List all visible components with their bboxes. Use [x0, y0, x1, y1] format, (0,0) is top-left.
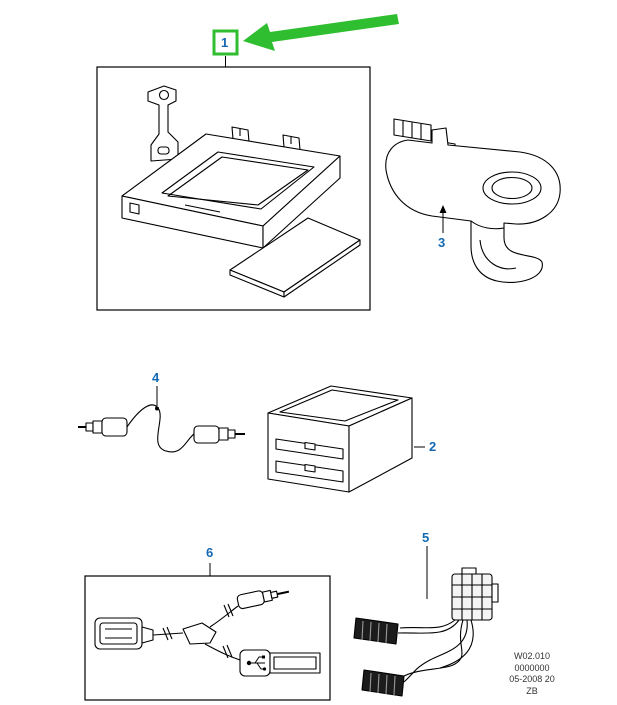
facia-drawing	[121, 126, 341, 249]
callout-5[interactable]: 5	[422, 530, 430, 545]
item6-frame-border	[84, 575, 331, 701]
item5-drawing	[353, 567, 499, 697]
callout-3[interactable]: 3	[438, 235, 446, 250]
footer-line-3: 05-2008 20	[509, 674, 555, 684]
item4-leader-line	[155, 386, 159, 411]
usb-trident-icon	[246, 655, 267, 671]
callout-4[interactable]: 4	[152, 370, 160, 385]
callout-2[interactable]: 2	[429, 439, 437, 454]
item3-drawing	[385, 118, 561, 284]
item1-frame-border	[96, 66, 371, 311]
item6-drawing	[94, 589, 321, 677]
item2-drawing	[267, 385, 413, 493]
callout-6[interactable]: 6	[206, 545, 214, 560]
footer-line-2: 0000000	[514, 662, 550, 673]
item1-drawing	[121, 85, 361, 298]
footer-line-1: W02.010	[513, 651, 551, 661]
callout-1[interactable]: 1	[221, 35, 229, 50]
highlight-box	[212, 29, 239, 67]
item4-drawing	[78, 404, 245, 453]
item3-leader-line	[439, 205, 447, 233]
tray-plate-drawing	[229, 217, 361, 298]
bracket-drawing	[147, 85, 179, 162]
highlight-arrow-icon	[243, 14, 399, 51]
footer-line-4: ZB	[526, 685, 538, 696]
footer-code: W02.010 0000000 05-2008 20 ZB	[496, 651, 568, 697]
